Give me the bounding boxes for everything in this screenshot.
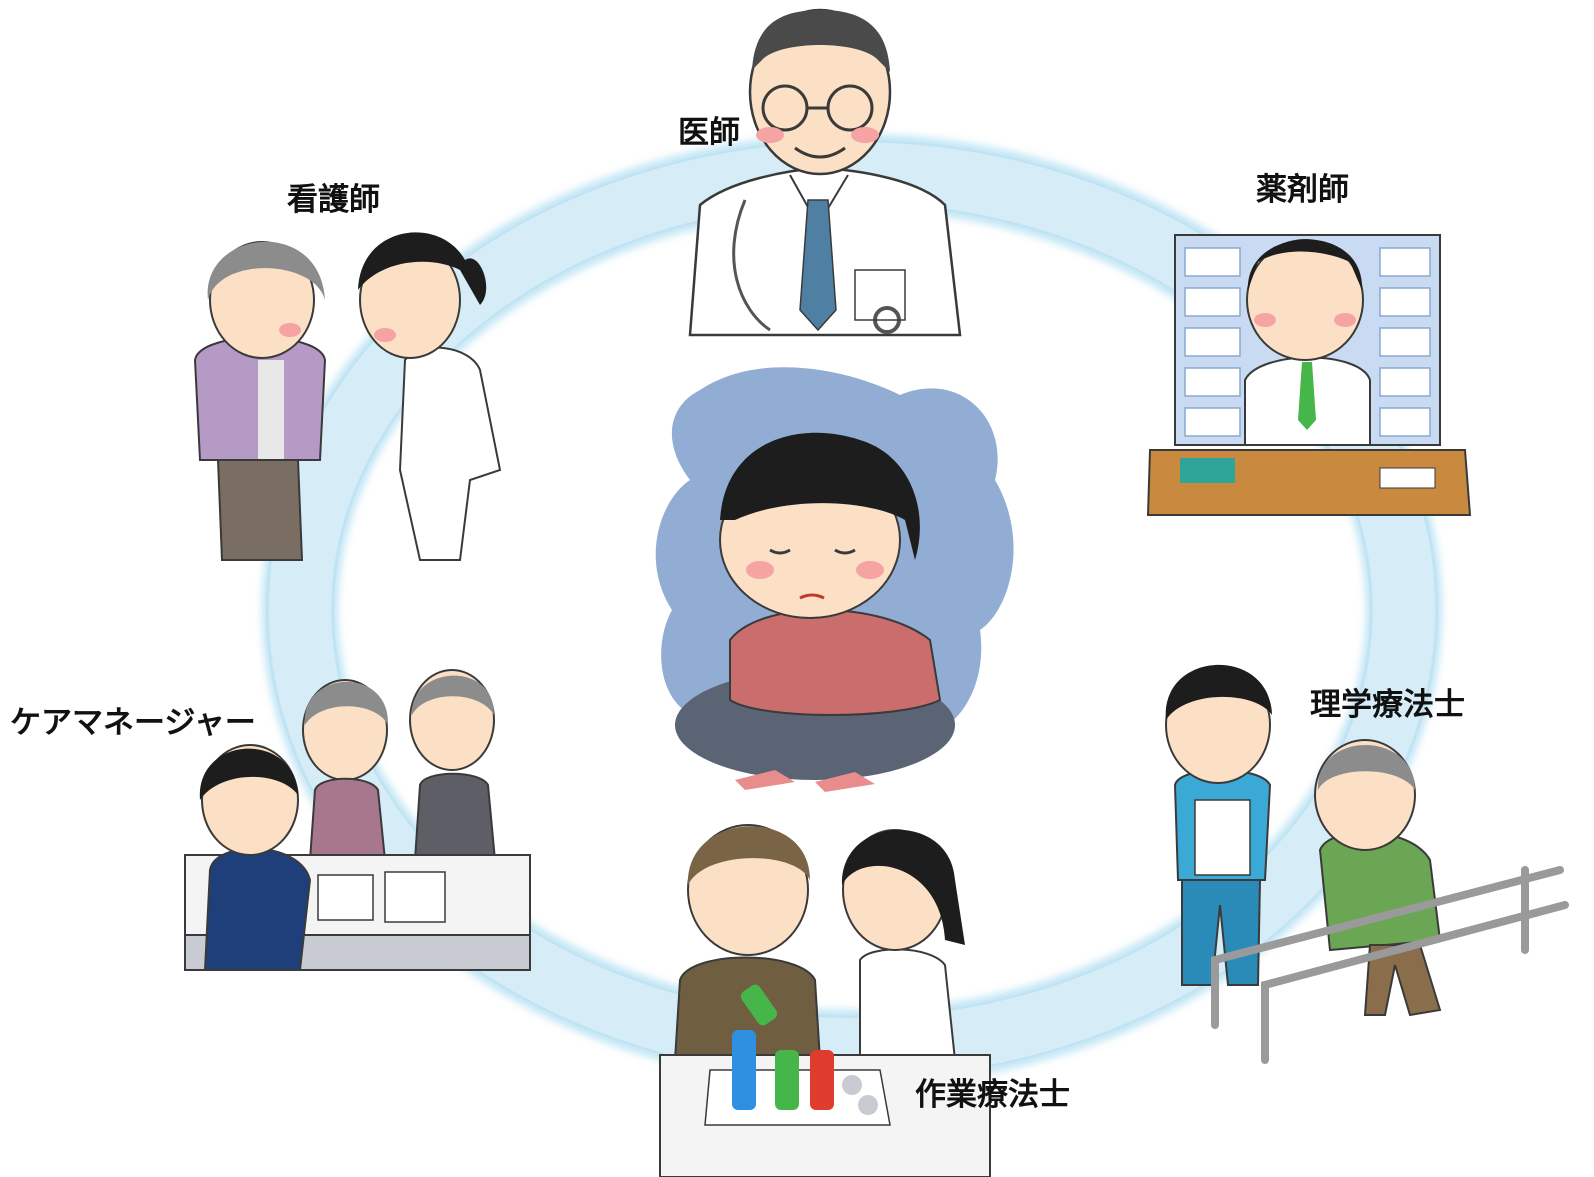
physical-therapist-label: 理学療法士 — [1310, 687, 1465, 723]
nurse-label: 看護師 — [287, 182, 380, 218]
doctor-label: 医師 — [678, 115, 740, 151]
care-manager-label: ケアマネージャー — [10, 705, 256, 741]
patient-illustration — [655, 367, 1014, 792]
nurse-illustration — [193, 232, 502, 561]
pharmacist-label: 薬剤師 — [1256, 172, 1349, 208]
pharmacist-illustration — [1146, 234, 1472, 516]
occupational-therapist-label: 作業療法士 — [915, 1077, 1070, 1113]
care-manager-illustration — [184, 669, 531, 971]
physical-therapist-illustration — [1165, 664, 1569, 1064]
doctor-illustration — [688, 8, 962, 337]
occupational-therapist-illustration — [659, 824, 991, 1177]
